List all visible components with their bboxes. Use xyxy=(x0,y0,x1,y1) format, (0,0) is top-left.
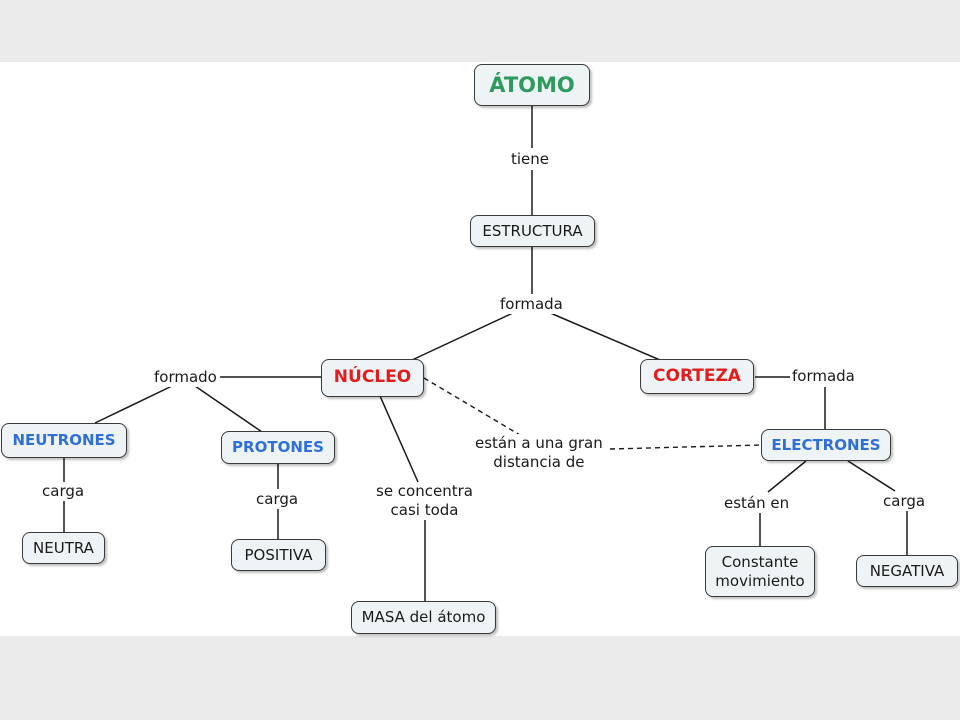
line-formado-neutrones xyxy=(94,385,173,424)
node-neutrones[interactable]: NEUTRONES xyxy=(1,423,127,458)
node-constante-line2: movimiento xyxy=(715,571,805,590)
node-electrones[interactable]: ELECTRONES xyxy=(761,429,891,461)
node-corteza-label: CORTEZA xyxy=(653,365,741,386)
node-nucleo[interactable]: NÚCLEO xyxy=(321,359,424,397)
node-nucleo-label: NÚCLEO xyxy=(333,367,412,388)
node-constante-line1: Constante xyxy=(721,552,799,571)
dashed-nucleo-distancia xyxy=(423,377,521,436)
link-se-concentra-line2: casi toda xyxy=(390,500,459,519)
node-estructura[interactable]: ESTRUCTURA xyxy=(470,215,595,247)
node-protones-label: PROTONES xyxy=(232,438,324,457)
line-electrones-carga xyxy=(847,460,896,492)
node-protones[interactable]: PROTONES xyxy=(221,431,335,464)
link-carga-protones: carga xyxy=(254,490,301,509)
node-negativa[interactable]: NEGATIVA xyxy=(856,555,958,587)
link-se-concentra: se concentra casi toda xyxy=(374,482,475,520)
link-se-concentra-line1: se concentra xyxy=(376,482,473,500)
link-carga-neutrones: carga xyxy=(40,482,87,501)
link-formada-right: formada xyxy=(790,367,857,386)
node-atomo-label: ÁTOMO xyxy=(489,72,575,97)
line-electrones-estanen xyxy=(767,460,807,493)
link-distancia-line2: distancia de xyxy=(493,452,585,471)
link-carga-electrones: carga xyxy=(881,492,928,511)
link-distancia: están a una gran distancia de xyxy=(473,434,605,472)
slide-background xyxy=(0,62,960,636)
node-masa-label: MASA del átomo xyxy=(361,608,486,627)
line-formada-corteza xyxy=(547,311,661,361)
node-atomo[interactable]: ÁTOMO xyxy=(474,64,590,106)
link-distancia-line1: están a una gran xyxy=(475,434,603,452)
line-nucleo-concentra xyxy=(379,395,419,483)
line-formado-protones xyxy=(194,385,263,433)
node-electrones-label: ELECTRONES xyxy=(771,435,881,454)
node-neutra[interactable]: NEUTRA xyxy=(22,532,105,564)
node-estructura-label: ESTRUCTURA xyxy=(482,221,583,240)
node-neutrones-label: NEUTRONES xyxy=(12,431,116,450)
node-masa[interactable]: MASA del átomo xyxy=(351,601,496,634)
node-negativa-label: NEGATIVA xyxy=(869,561,945,580)
link-estan-en: están en xyxy=(722,494,792,513)
node-positiva-label: POSITIVA xyxy=(244,545,313,564)
node-neutra-label: NEUTRA xyxy=(33,538,94,557)
link-formada-top: formada xyxy=(498,295,565,314)
link-formado: formado xyxy=(152,368,219,387)
node-corteza[interactable]: CORTEZA xyxy=(640,359,754,394)
link-tiene: tiene xyxy=(509,150,552,169)
node-positiva[interactable]: POSITIVA xyxy=(231,539,326,571)
dashed-distancia-electrones xyxy=(609,444,763,450)
node-constante[interactable]: Constante movimiento xyxy=(705,546,815,597)
line-formada-nucleo xyxy=(411,311,516,361)
